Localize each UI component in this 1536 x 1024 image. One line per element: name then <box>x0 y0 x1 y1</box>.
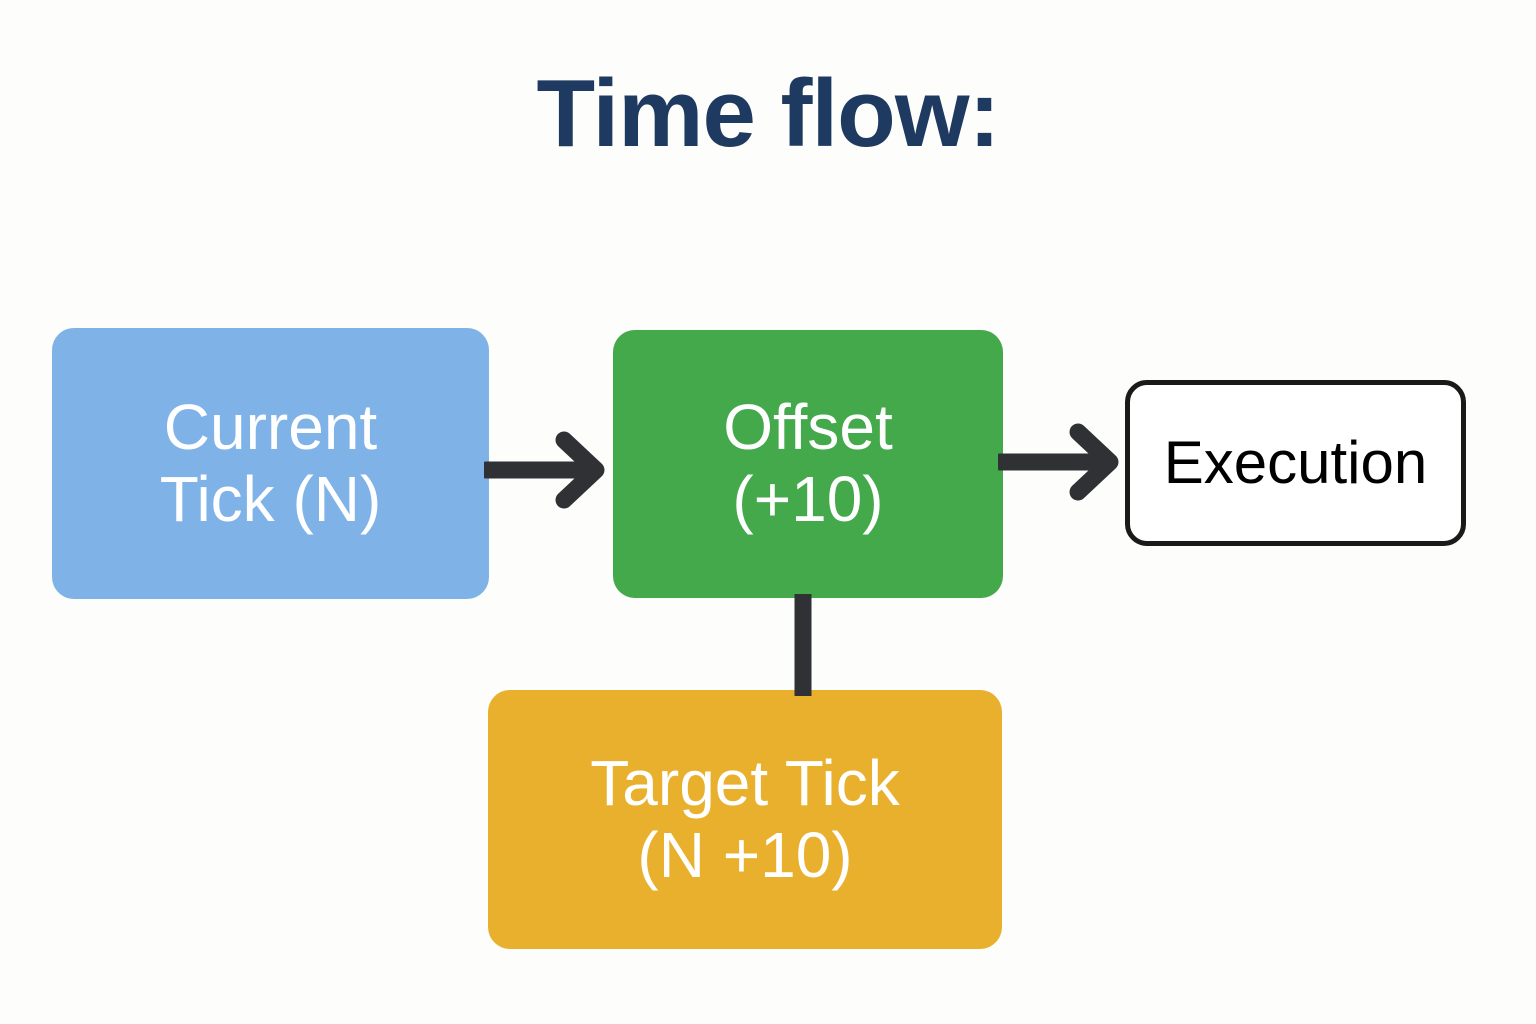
node-execution-label: Execution <box>1163 429 1428 497</box>
node-current-tick-label-line1: Current <box>163 390 378 463</box>
node-offset-label-line1: Offset <box>723 391 893 464</box>
node-offset[interactable]: Offset (+10) <box>613 330 1003 598</box>
node-target-tick-label-line1: Target Tick <box>590 746 900 819</box>
node-current-tick[interactable]: Current Tick (N) <box>52 328 489 599</box>
arrow-offset-to-execution-icon <box>998 423 1119 501</box>
node-target-tick-label-line2: (N +10) <box>637 818 853 891</box>
node-offset-label-line2: (+10) <box>732 463 884 535</box>
page-title: Time flow: <box>536 60 1001 167</box>
arrow-current-tick-to-offset-icon <box>484 431 605 509</box>
node-execution[interactable]: Execution <box>1125 380 1466 546</box>
node-target-tick[interactable]: Target Tick (N +10) <box>488 690 1002 949</box>
node-current-tick-label-line2: Tick (N) <box>159 462 382 535</box>
link-offset-to-target-tick <box>794 594 812 696</box>
